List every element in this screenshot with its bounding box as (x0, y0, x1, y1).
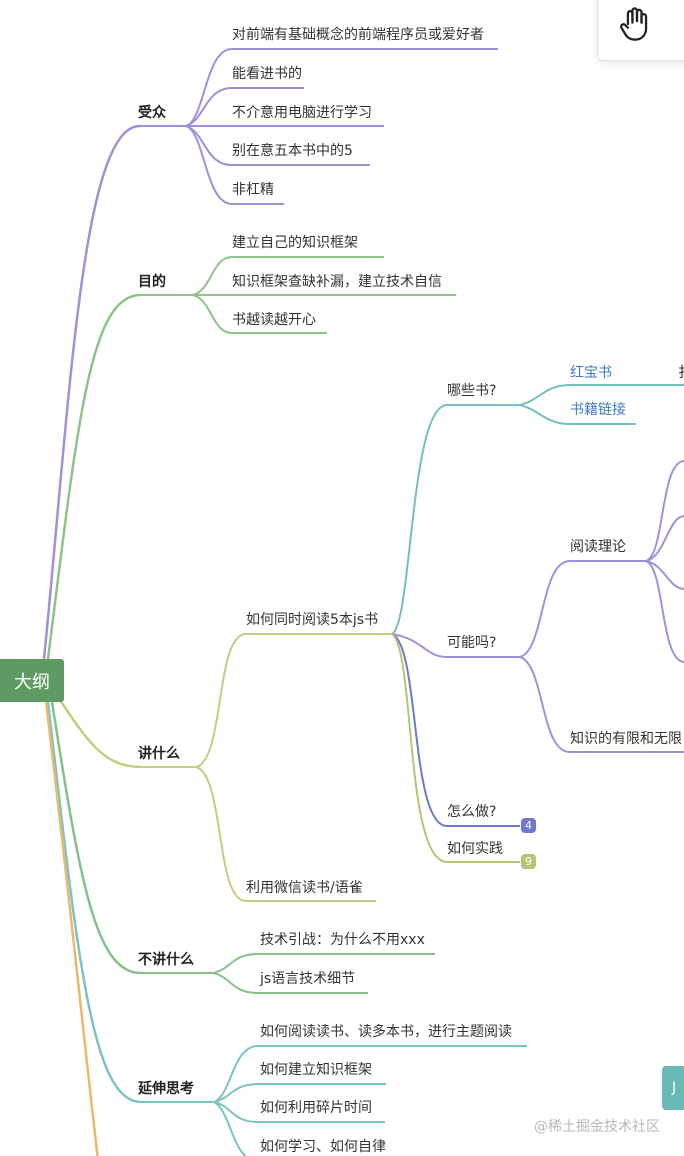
node-topics[interactable]: 讲什么 (138, 746, 180, 762)
side-tab-button[interactable]: J (662, 1066, 684, 1110)
node-extend-item[interactable]: 如何学习、如何自律 (260, 1139, 386, 1155)
node-extend-item[interactable]: 如何阅读读书、读多本书，进行主题阅读 (260, 1024, 512, 1040)
node-audience-item[interactable]: 能看进书的 (232, 66, 302, 82)
node-goal[interactable]: 目的 (138, 274, 166, 290)
collapsed-count-badge[interactable]: 4 (521, 818, 536, 833)
node-goal-item[interactable]: 书越读越开心 (232, 312, 316, 328)
hand-icon[interactable] (618, 5, 652, 47)
node-how-to-do[interactable]: 怎么做? (447, 804, 497, 820)
node-audience-item[interactable]: 不介意用电脑进行学习 (232, 105, 372, 121)
node-knowledge-limits[interactable]: 知识的有限和无限 (570, 731, 682, 747)
root-node[interactable]: 大纲 (0, 659, 64, 702)
node-not-topics-item[interactable]: js语言技术细节 (260, 971, 356, 987)
node-audience-item[interactable]: 对前端有基础概念的前端程序员或爱好者 (232, 27, 484, 43)
node-cut-off-label: 扌 (678, 364, 684, 382)
node-extend-item[interactable]: 如何建立知识框架 (260, 1062, 372, 1078)
node-wechat-reading[interactable]: 利用微信读书/语雀 (246, 880, 363, 896)
link-book-list[interactable]: 书籍链接 (570, 402, 626, 418)
edge-root-topics (58, 699, 141, 769)
node-goal-item[interactable]: 建立自己的知识框架 (232, 235, 358, 251)
collapsed-count-badge[interactable]: 9 (521, 854, 536, 869)
node-extend-item[interactable]: 如何利用碎片时间 (260, 1100, 372, 1116)
node-audience-item[interactable]: 别在意五本书中的5 (232, 143, 353, 159)
edge-root-not-topics (50, 701, 141, 975)
watermark: @稀土掘金技术社区 (534, 1119, 660, 1135)
node-not-topics-item[interactable]: 技术引战：为什么不用xxx (260, 932, 425, 948)
node-audience[interactable]: 受众 (138, 105, 166, 121)
edge-root-hidden (44, 701, 99, 1156)
node-read-five-books[interactable]: 如何同时阅读5本js书 (246, 612, 379, 628)
node-which-books[interactable]: 哪些书? (447, 383, 497, 399)
node-not-topics[interactable]: 不讲什么 (138, 952, 194, 968)
node-reading-theory[interactable]: 阅读理论 (570, 539, 626, 555)
node-extend[interactable]: 延伸思考 (138, 1081, 194, 1097)
edge-root-goal (46, 293, 141, 660)
node-audience-item[interactable]: 非杠精 (232, 182, 274, 198)
link-red-book[interactable]: 红宝书 (570, 365, 612, 381)
toolbar-panel (597, 0, 684, 61)
edge-root-extend (46, 701, 141, 1104)
node-goal-item[interactable]: 知识框架查缺补漏，建立技术自信 (232, 274, 442, 290)
node-possible[interactable]: 可能吗? (447, 635, 497, 651)
edge-root-audience (42, 124, 141, 660)
node-practice[interactable]: 如何实践 (447, 841, 503, 857)
